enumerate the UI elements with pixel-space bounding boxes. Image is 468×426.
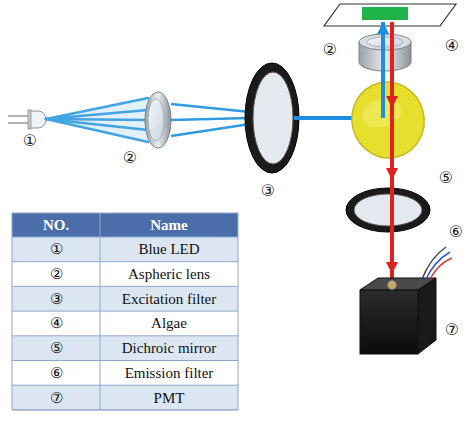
table-header	[12, 213, 238, 237]
table-row	[12, 336, 238, 361]
ray-fan	[46, 98, 150, 142]
pmt-wire	[430, 258, 452, 279]
table-row	[12, 262, 238, 287]
led-rim	[28, 110, 31, 129]
beam-arrow	[377, 22, 389, 34]
blue-led	[8, 110, 46, 129]
table-number-cell: ⑦	[50, 389, 63, 406]
ray	[46, 119, 148, 142]
table-rule	[100, 213, 101, 410]
callout-number: ⑥	[449, 223, 463, 241]
table-name-cell: Emission filter	[125, 365, 214, 382]
dichroic-mirror	[343, 74, 432, 166]
callout-number: ②	[123, 149, 137, 167]
table-name-cell: Aspheric lens	[128, 266, 210, 283]
table-rule	[12, 261, 238, 262]
callout-number: ⑤	[439, 169, 453, 187]
pmt-wire	[422, 247, 446, 279]
table-name-cell: Excitation filter	[122, 291, 217, 308]
red-beam	[390, 22, 394, 282]
ray	[46, 98, 148, 119]
table-rule	[12, 335, 238, 336]
pmt-side	[418, 278, 436, 354]
table-name-cell: PMT	[154, 389, 185, 406]
ray	[171, 104, 250, 112]
lens-glass	[148, 99, 164, 141]
table-header-cell: Name	[150, 217, 188, 234]
led-leg	[8, 122, 30, 124]
table-number-cell: ③	[50, 291, 63, 308]
table-row	[12, 311, 238, 336]
aspheric-lens	[145, 92, 171, 148]
table-name-cell: Dichroic mirror	[122, 340, 217, 357]
callout-number: ④	[445, 37, 459, 55]
beam-arrow	[386, 262, 398, 274]
emission-filter	[346, 188, 430, 232]
blue-rays	[46, 98, 150, 142]
table-rule	[12, 237, 238, 238]
table-number-cell: ⑥	[50, 365, 63, 382]
table-number-cell: ②	[50, 266, 63, 283]
table-header-cell: NO.	[43, 217, 69, 234]
pmt	[360, 247, 452, 354]
table-rule	[12, 360, 238, 361]
filter-ring	[346, 188, 430, 232]
filter-glass	[253, 72, 293, 164]
table-rule	[12, 311, 238, 312]
ray	[46, 119, 148, 130]
table-name-cell: Blue LED	[138, 241, 199, 258]
beam-arrow	[386, 168, 398, 180]
table-number-cell: ①	[50, 241, 63, 258]
algae-sample	[362, 7, 408, 20]
table-row	[12, 286, 238, 311]
blue-beam	[171, 104, 250, 136]
table-border	[12, 213, 238, 410]
blue-beam	[381, 22, 385, 118]
beam-arrow	[386, 96, 398, 108]
callout-number: ②	[323, 41, 337, 59]
led-body	[30, 111, 46, 128]
table-name-cell: Algae	[151, 315, 187, 332]
led-leg	[8, 115, 30, 117]
table	[12, 213, 238, 410]
table-row	[12, 361, 238, 386]
table-number-cell: ④	[50, 315, 63, 332]
ray	[171, 118, 250, 120]
ray	[171, 124, 250, 136]
filter-glass	[354, 194, 422, 226]
table-rule	[12, 385, 238, 386]
table-number-cell: ⑤	[50, 340, 63, 357]
table-row	[12, 385, 238, 410]
callout-number: ①	[23, 132, 37, 150]
excitation-filter	[245, 63, 299, 173]
table-rule	[12, 286, 238, 287]
pmt-front	[360, 290, 418, 354]
mirror	[343, 74, 432, 166]
table-rules	[12, 213, 238, 410]
table-row	[12, 237, 238, 262]
ray	[46, 110, 148, 119]
lens-housing	[145, 92, 171, 148]
callout-number: ③	[261, 182, 275, 200]
filter-ring	[245, 63, 299, 173]
callout-number: ⑦	[445, 321, 459, 339]
pmt-window	[388, 281, 397, 290]
